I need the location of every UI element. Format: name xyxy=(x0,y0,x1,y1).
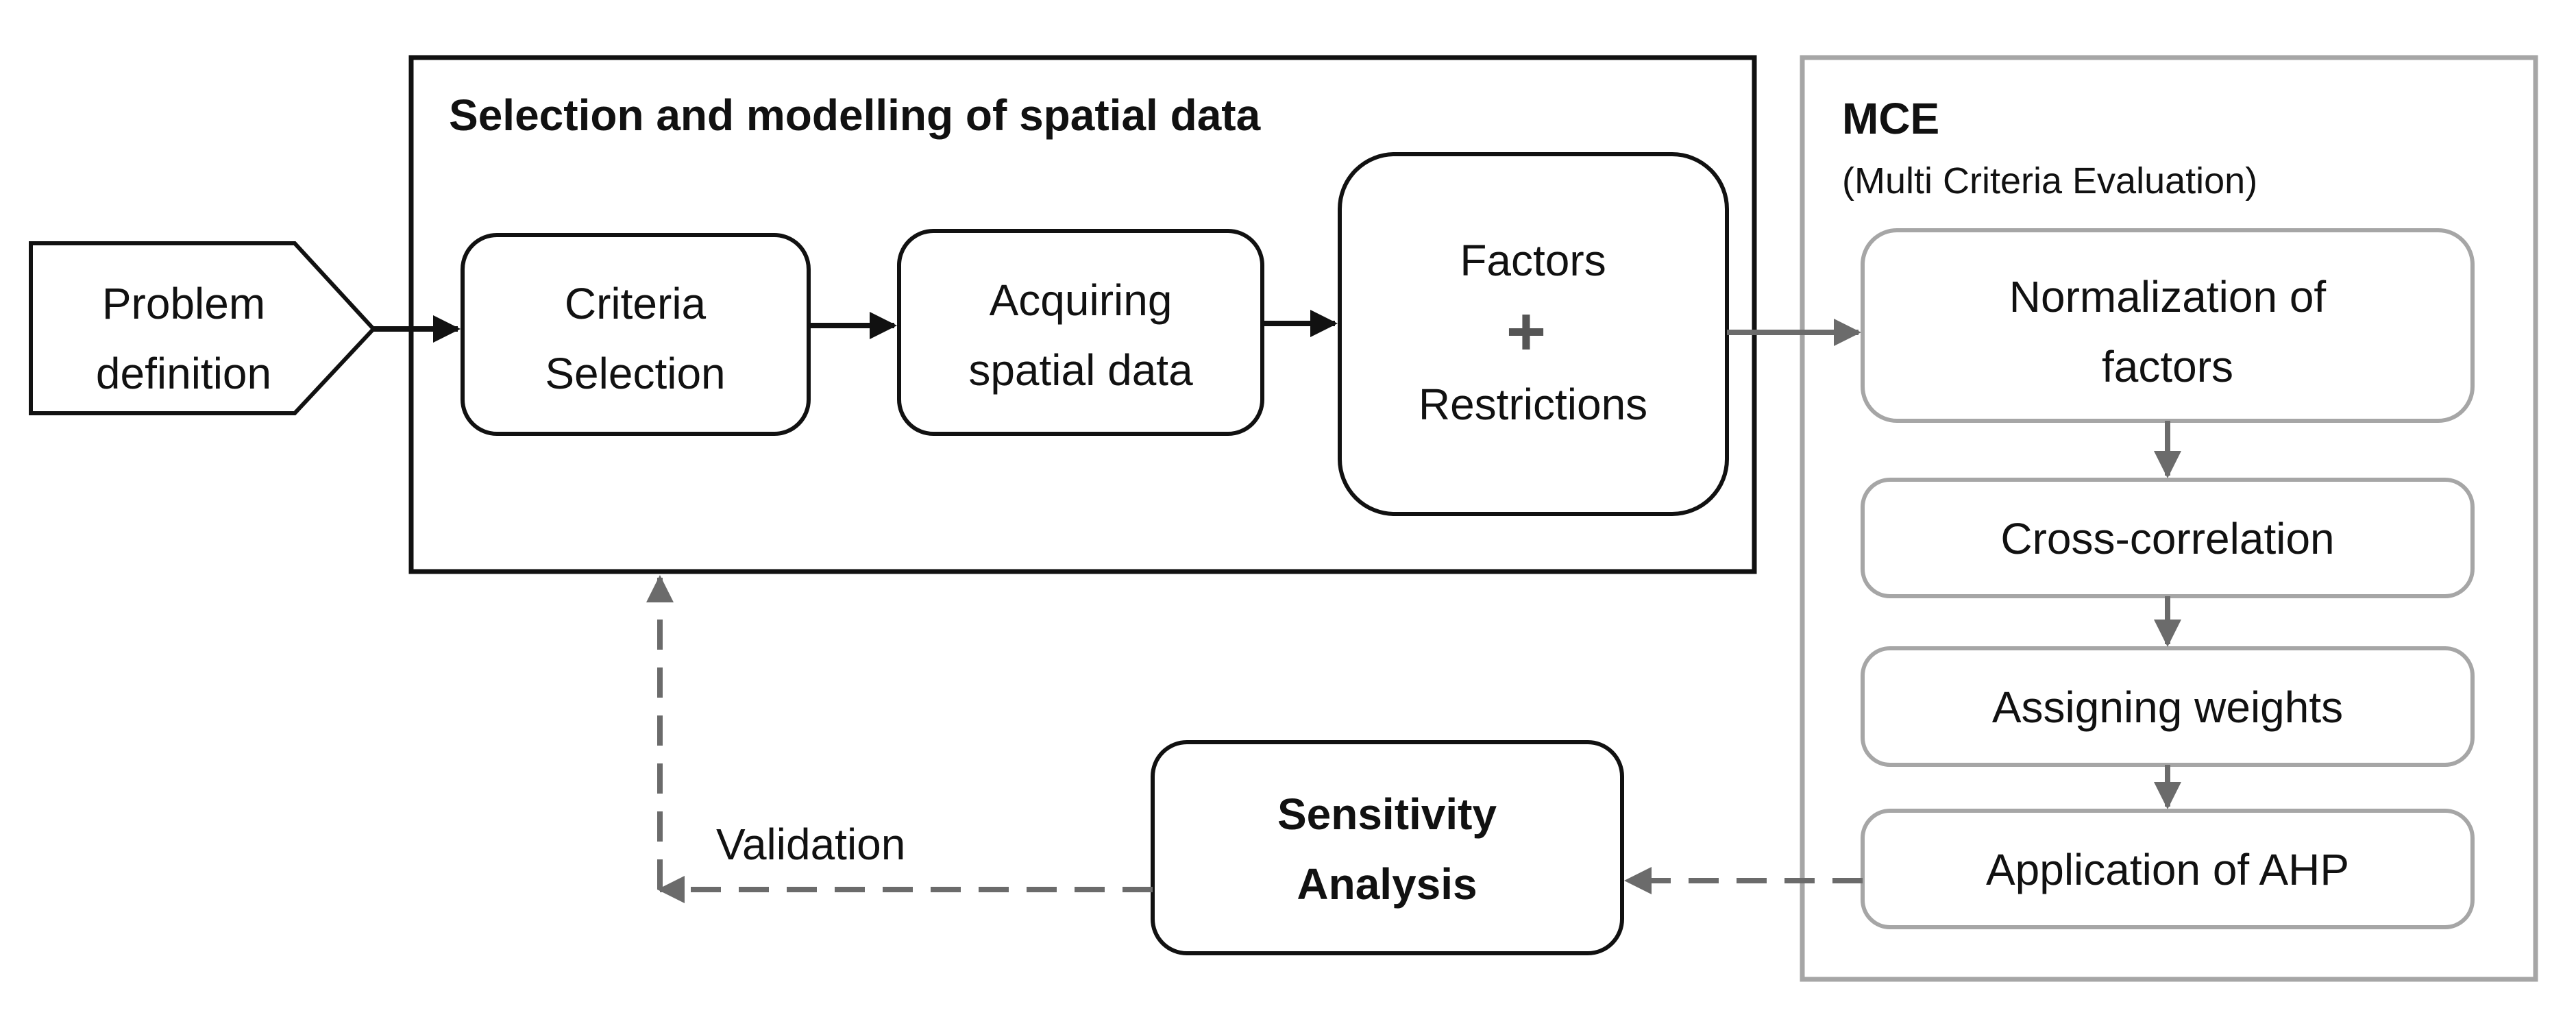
problem-definition-line1: Problem xyxy=(102,279,265,328)
problem-definition-shape xyxy=(29,241,377,415)
normalization-node: Normalization of factors xyxy=(1861,228,2475,423)
selection-modelling-frame xyxy=(408,55,1757,574)
validation-label: Validation xyxy=(716,820,905,869)
cross-correlation-label: Cross-correlation xyxy=(2000,514,2334,563)
application-ahp-node: Application of AHP xyxy=(1861,809,2475,929)
criteria-selection-line2: Selection xyxy=(545,349,725,398)
sensitivity-line1: Sensitivity xyxy=(1277,789,1497,839)
criteria-selection-node: Criteria Selection xyxy=(461,233,811,436)
restrictions-label: Restrictions xyxy=(1419,380,1647,429)
cross-correlation-node: Cross-correlation xyxy=(1861,478,2475,598)
normalization-line2: factors xyxy=(2102,342,2233,391)
factors-restrictions-node: Factors + Restrictions xyxy=(1338,152,1729,516)
application-ahp-label: Application of AHP xyxy=(1986,845,2349,894)
sensitivity-analysis-node: Sensitivity Analysis xyxy=(1151,740,1624,955)
application-ahp-box xyxy=(1861,809,2475,929)
assigning-weights-label: Assigning weights xyxy=(1992,683,2343,732)
factors-label: Factors xyxy=(1460,236,1606,285)
mce-group: MCE (Multi Criteria Evaluation) Normaliz… xyxy=(1800,55,2538,982)
mce-subtitle: (Multi Criteria Evaluation) xyxy=(1842,160,2257,201)
acquiring-line1: Acquiring xyxy=(990,275,1173,325)
normalization-box xyxy=(1861,228,2475,423)
sensitivity-line2: Analysis xyxy=(1297,859,1477,909)
assigning-weights-node: Assigning weights xyxy=(1861,646,2475,767)
mce-title: MCE xyxy=(1842,94,1939,143)
criteria-selection-box xyxy=(461,233,811,436)
criteria-selection-line1: Criteria xyxy=(565,279,707,328)
acquiring-spatial-data-box xyxy=(897,229,1264,436)
acquiring-spatial-data-node: Acquiring spatial data xyxy=(897,229,1264,436)
selection-modelling-group: Selection and modelling of spatial data … xyxy=(408,55,1757,574)
sensitivity-analysis-box xyxy=(1151,740,1624,955)
mce-frame xyxy=(1800,55,2538,982)
problem-definition-line2: definition xyxy=(96,349,271,398)
normalization-line1: Normalization of xyxy=(2009,272,2327,321)
acquiring-line2: spatial data xyxy=(968,345,1193,395)
selection-modelling-title: Selection and modelling of spatial data xyxy=(449,90,1261,140)
plus-icon: + xyxy=(1506,293,1546,370)
problem-definition-node: Problem definition xyxy=(29,241,377,415)
